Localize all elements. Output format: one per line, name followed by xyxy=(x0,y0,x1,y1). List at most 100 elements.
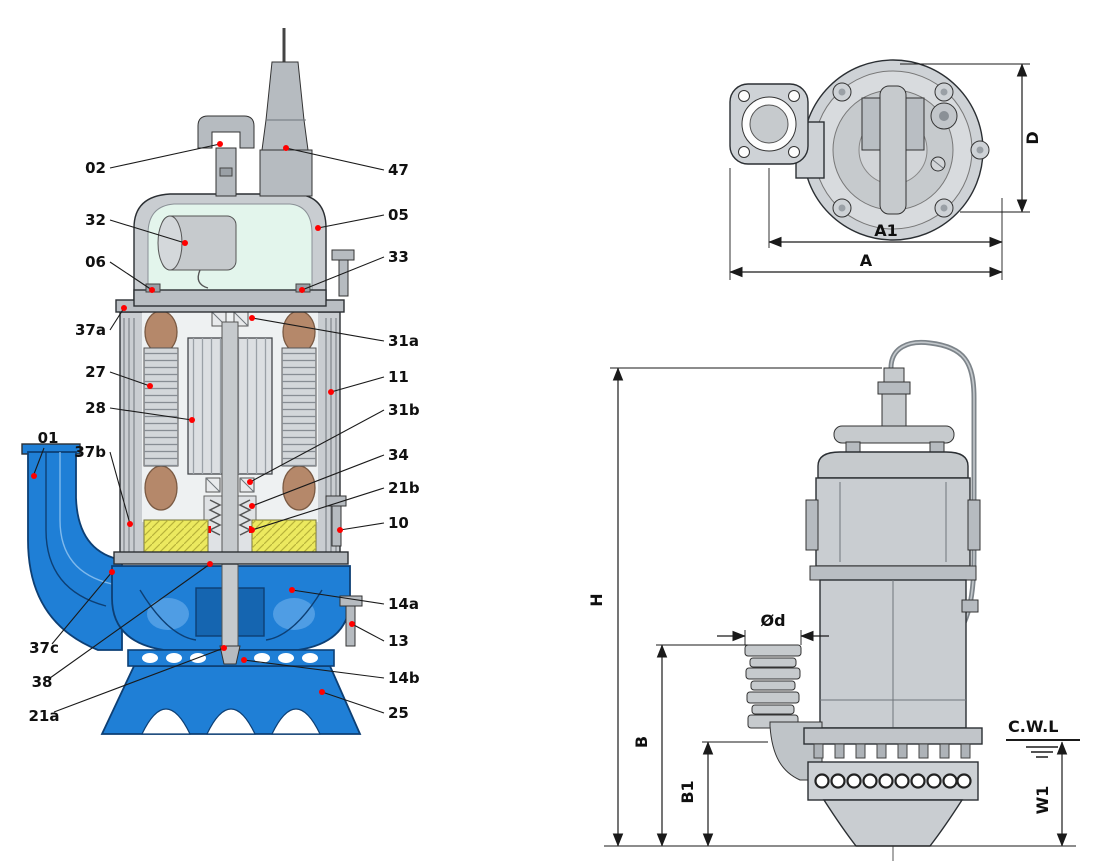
seal-spring xyxy=(208,499,222,536)
water-passage xyxy=(273,598,315,630)
flange-bolt xyxy=(855,743,866,759)
callout-label-25: 25 xyxy=(388,704,409,722)
top-view-dimensions: A1 A D xyxy=(729,63,1042,280)
dim-label-cwl: C.W.L xyxy=(1008,717,1058,736)
lifting-handle xyxy=(197,115,255,197)
callout-37a: 37a xyxy=(75,305,127,339)
flange-hole xyxy=(788,146,800,158)
callout-21a: 21a xyxy=(29,645,227,725)
coil-end xyxy=(144,465,178,511)
dim-label-a: A xyxy=(860,251,873,270)
seal-plate xyxy=(113,551,349,565)
callout-10: 10 xyxy=(337,514,409,533)
stand-cutout xyxy=(271,708,321,735)
handle-hook xyxy=(197,115,255,149)
discharge-elbow xyxy=(21,443,123,651)
callouts: 02 32 06 37a 27 28 xyxy=(29,141,420,725)
strainer-hole xyxy=(814,773,830,789)
callout-label-28: 28 xyxy=(85,399,106,417)
flange-bolt xyxy=(918,743,929,759)
hose-coupling xyxy=(744,644,823,781)
strainer-hole xyxy=(956,773,972,789)
screw-slot xyxy=(932,159,944,169)
flange-bolt xyxy=(939,743,950,759)
bolt xyxy=(838,204,846,212)
coil-end xyxy=(282,310,316,354)
callout-28: 28 xyxy=(85,399,195,423)
callout-label-31a: 31a xyxy=(388,332,419,350)
handle-pin xyxy=(219,167,233,177)
dim-label-od: Ød xyxy=(760,611,785,630)
strainer-hole xyxy=(862,773,878,789)
flange-bolt xyxy=(960,743,971,759)
callout-11: 11 xyxy=(328,368,409,395)
callout-13: 13 xyxy=(349,621,409,650)
coupling-rib xyxy=(745,667,801,680)
callout-label-31b: 31b xyxy=(388,401,420,419)
callout-14a: 14a xyxy=(289,587,419,613)
callout-31b: 31b xyxy=(247,401,420,485)
seal-spring xyxy=(238,499,252,536)
dim-label-d: D xyxy=(1023,131,1042,144)
gland-body xyxy=(261,61,309,151)
side-plug xyxy=(961,599,979,613)
oil-hatch xyxy=(144,520,208,554)
strainer-hole xyxy=(830,773,846,789)
suction-hole xyxy=(254,653,270,663)
seal-plate-flange xyxy=(803,727,983,745)
callout-label-34: 34 xyxy=(388,446,409,464)
bearing-cross xyxy=(233,311,249,327)
dim-label-w1: W1 xyxy=(1033,786,1052,815)
flange-bolt xyxy=(876,743,887,759)
callout-21b: 21b xyxy=(249,479,420,533)
top-cap xyxy=(817,451,969,479)
strainer-holes xyxy=(814,773,972,789)
strainer-hole xyxy=(846,773,862,789)
gland-collar xyxy=(259,149,313,197)
elbow-bore-highlight xyxy=(59,452,113,585)
callout-33: 33 xyxy=(299,248,409,293)
callout-label-11: 11 xyxy=(388,368,409,386)
strainer-hole xyxy=(878,773,894,789)
strainer-hole xyxy=(910,773,926,789)
side-view: H B B1 Ød C.W.L W1 xyxy=(587,339,1080,861)
callout-14b: 14b xyxy=(241,657,420,687)
clamp-band xyxy=(809,565,977,581)
callout-label-10: 10 xyxy=(388,514,409,532)
bolt xyxy=(838,88,846,96)
strainer-hole xyxy=(926,773,942,789)
cable-gland-section xyxy=(259,28,313,197)
callout-02: 02 xyxy=(85,141,223,177)
callout-37c: 37c xyxy=(29,569,115,657)
flange-hole xyxy=(738,90,750,102)
dim-label-b: B xyxy=(632,736,651,748)
flange-bolt xyxy=(897,743,908,759)
coupling-rib xyxy=(746,691,800,704)
callout-label-27: 27 xyxy=(85,363,106,381)
flange-bolt xyxy=(834,743,845,759)
flange-bolts-side xyxy=(813,743,971,759)
gland-nut xyxy=(877,381,911,395)
stator-left-hatch xyxy=(144,348,178,466)
callout-32: 32 xyxy=(85,211,188,246)
callout-label-37b: 37b xyxy=(74,443,106,461)
impeller-shroud xyxy=(139,589,197,641)
cap-bolt-shank xyxy=(338,259,349,297)
coil-end xyxy=(144,310,178,354)
elbow-bore-line xyxy=(45,452,107,607)
bolt xyxy=(976,146,984,154)
callout-25: 25 xyxy=(319,689,409,722)
callout-label-14b: 14b xyxy=(388,669,420,687)
callout-27: 27 xyxy=(85,363,153,389)
strainer-hole xyxy=(942,773,958,789)
discharge-elbow-body xyxy=(27,451,123,651)
capacitor-wire xyxy=(197,269,209,289)
clamp-latch xyxy=(967,499,981,551)
callout-37b: 37b xyxy=(74,443,133,527)
cable-gland-core xyxy=(939,111,949,121)
terminal-plate xyxy=(133,289,327,307)
base-stand xyxy=(822,799,964,847)
handle-top-view xyxy=(879,85,907,215)
callout-label-47: 47 xyxy=(388,161,409,179)
